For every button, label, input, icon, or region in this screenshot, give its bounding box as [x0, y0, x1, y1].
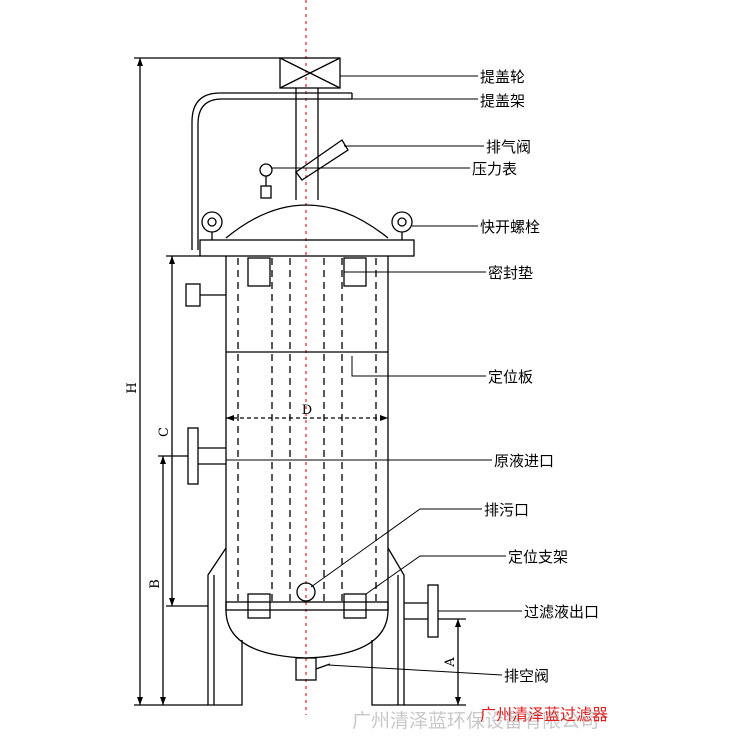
lid-wheel-box [279, 57, 341, 89]
label-gasket: 密封垫 [488, 264, 533, 282]
dim-label-c: C [157, 427, 172, 437]
bracket-right [343, 593, 367, 619]
bottom-plate [225, 601, 389, 611]
filter-elements [237, 258, 377, 602]
vent-valve-body [295, 139, 349, 181]
label-inlet: 原液进口 [494, 452, 554, 470]
leader-positioning-bracket [365, 555, 506, 595]
label-drain-valve: 排空阀 [504, 667, 549, 685]
dim-label-d: D [302, 403, 312, 418]
vessel-drawing [134, 0, 522, 715]
leader-lines [226, 75, 522, 676]
lid-wheel-cross-b [279, 57, 341, 89]
side-box [185, 283, 201, 307]
leader-sewage-outlet [310, 508, 482, 588]
bolt-left-outer [201, 211, 223, 233]
label-sewage-outlet: 排污口 [484, 501, 529, 519]
label-filtrate-outlet: 过滤液出口 [524, 603, 599, 621]
drain-valve-handle [315, 663, 331, 670]
leader-positioning-plate [351, 356, 486, 377]
drain-pipe [295, 657, 317, 681]
lid-frame-arm-outer [191, 92, 352, 250]
a-arrow-top [455, 619, 461, 627]
watermark-text: 广州清泽蓝环保设备有限公司 [352, 710, 599, 732]
pressure-gauge [259, 163, 273, 177]
dimension-arrows [137, 58, 461, 705]
dim-label-h: H [125, 382, 140, 393]
a-arrow-bottom [455, 697, 461, 705]
caption-text: 广州清泽蓝过滤器 [480, 705, 608, 724]
c-arrow-bottom [169, 598, 175, 606]
c-arrow-top [169, 256, 175, 264]
b-arrow-bottom [160, 697, 166, 705]
label-lid-frame: 提盖架 [480, 92, 525, 110]
label-pressure-gauge: 压力表 [472, 160, 517, 178]
bolt-right-outer [391, 211, 413, 233]
d-arrow-right [380, 415, 388, 421]
inlet-flange [187, 427, 199, 485]
label-quick-bolt: 快开螺栓 [480, 218, 540, 236]
sewage-outlet [296, 582, 316, 602]
label-positioning-plate: 定位板 [488, 368, 533, 386]
b-arrow-top [160, 456, 166, 464]
dim-label-b: B [148, 579, 163, 589]
bolt-right-inner [397, 217, 407, 227]
bolt-left-inner [207, 217, 217, 227]
label-vent-valve: 排气阀 [486, 138, 531, 156]
dome-lid [225, 204, 389, 239]
gauge-base [260, 185, 272, 199]
lid-frame-arm-inner [197, 98, 352, 250]
bottom-dish [225, 609, 389, 659]
leg-left [207, 547, 243, 706]
leader-drain-valve [327, 664, 503, 676]
dim-label-a: A [443, 657, 458, 668]
outlet-flange [427, 584, 439, 638]
bracket-left [247, 593, 271, 619]
gasket-left [247, 257, 271, 287]
label-positioning-bracket: 定位支架 [508, 548, 568, 566]
h-arrow-bottom [137, 697, 143, 705]
d-arrow-left [226, 415, 234, 421]
h-arrow-top [137, 58, 143, 66]
label-lid-wheel: 提盖轮 [480, 68, 525, 86]
top-flange [199, 239, 415, 257]
